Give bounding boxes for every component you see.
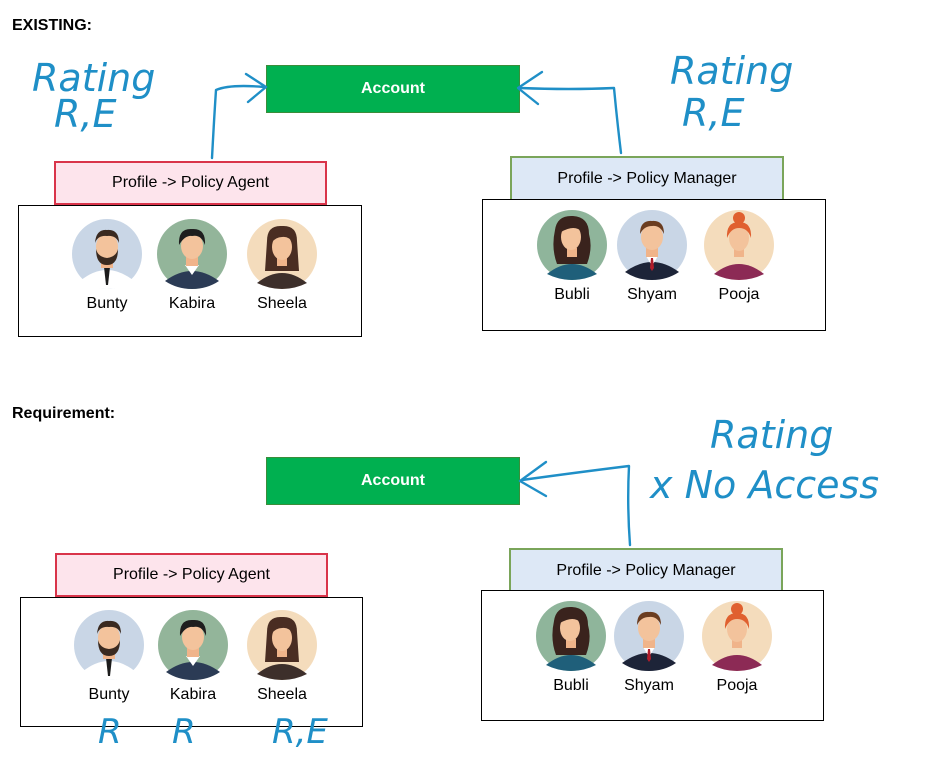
person-name: Bunty [86, 295, 128, 312]
requirement-account-box: Account [266, 457, 520, 505]
wavy-hair-woman-avatar [537, 210, 607, 280]
existing-manager-shyam: Shyam [616, 210, 688, 304]
requirement-manager-bubli: Bubli [535, 601, 607, 695]
suit-man-avatar [617, 210, 687, 280]
kabira-access-annotation: R [172, 712, 196, 752]
requirement-title: Requirement: [12, 405, 116, 422]
annotation-line: R,E [54, 92, 117, 136]
person-name: Pooja [716, 677, 758, 694]
requirement-agent-bunty: Bunty [73, 610, 145, 704]
existing-agent-arrow [210, 84, 266, 160]
woman-avatar [247, 219, 317, 289]
existing-manager-arrowhead [516, 70, 544, 106]
existing-manager-arrow [518, 86, 623, 155]
requirement-manager-rating-annotation: Rating x No Access [650, 410, 879, 510]
annotation-line: Rating [710, 413, 834, 457]
person-name: Kabira [168, 295, 216, 312]
young-man-avatar [157, 219, 227, 289]
existing-agent-group: Bunty Kabira Sheela [18, 205, 362, 337]
person-name: Sheela [257, 295, 307, 312]
requirement-manager-group: Bubli Shyam Pooja [481, 590, 824, 721]
person-name: Bunty [88, 686, 130, 703]
existing-manager-pooja: Pooja [703, 210, 775, 304]
requirement-agent-profile: Profile -> Policy Agent [55, 553, 328, 597]
existing-agent-profile: Profile -> Policy Agent [54, 161, 327, 205]
wavy-hair-woman-avatar [536, 601, 606, 671]
existing-manager-group: Bubli Shyam Pooja [482, 199, 826, 331]
existing-title: EXISTING: [12, 17, 93, 34]
person-name: Kabira [169, 686, 217, 703]
requirement-manager-arrow [520, 464, 632, 547]
annotation-line: Rating [670, 49, 794, 93]
person-name: Shyam [624, 677, 674, 694]
requirement-agent-kabira: Kabira [157, 610, 229, 704]
requirement-manager-shyam: Shyam [613, 601, 685, 695]
existing-manager-bubli: Bubli [536, 210, 608, 304]
requirement-manager-pooja: Pooja [701, 601, 773, 695]
existing-agent-arrowhead [244, 72, 268, 104]
bearded-man-avatar [72, 219, 142, 289]
existing-manager-profile: Profile -> Policy Manager [510, 156, 784, 201]
person-name: Bubli [553, 677, 589, 694]
existing-account-box: Account [266, 65, 520, 113]
person-name: Pooja [718, 286, 760, 303]
person-name: Shyam [627, 286, 677, 303]
suit-man-avatar [614, 601, 684, 671]
bunty-access-annotation: R [98, 712, 122, 752]
requirement-manager-arrowhead [518, 460, 548, 498]
young-man-avatar [158, 610, 228, 680]
requirement-manager-profile: Profile -> Policy Manager [509, 548, 783, 593]
red-hair-woman-avatar [704, 210, 774, 280]
existing-agent-rating-annotation: Rating R,E [32, 56, 156, 136]
woman-avatar [247, 610, 317, 680]
annotation-line: x No Access [650, 463, 880, 507]
red-hair-woman-avatar [702, 601, 772, 671]
sheela-access-annotation: R,E [272, 712, 328, 752]
requirement-agent-sheela: Sheela [246, 610, 318, 704]
annotation-line: Rating [32, 56, 156, 100]
person-name: Bubli [554, 286, 590, 303]
existing-agent-bunty: Bunty [71, 219, 143, 313]
existing-agent-kabira: Kabira [156, 219, 228, 313]
bearded-man-avatar [74, 610, 144, 680]
person-name: Sheela [257, 686, 307, 703]
annotation-line: R,E [682, 91, 745, 135]
existing-manager-rating-annotation: Rating R,E [670, 50, 793, 134]
requirement-agent-group: Bunty Kabira Sheela [20, 597, 363, 727]
existing-agent-sheela: Sheela [246, 219, 318, 313]
